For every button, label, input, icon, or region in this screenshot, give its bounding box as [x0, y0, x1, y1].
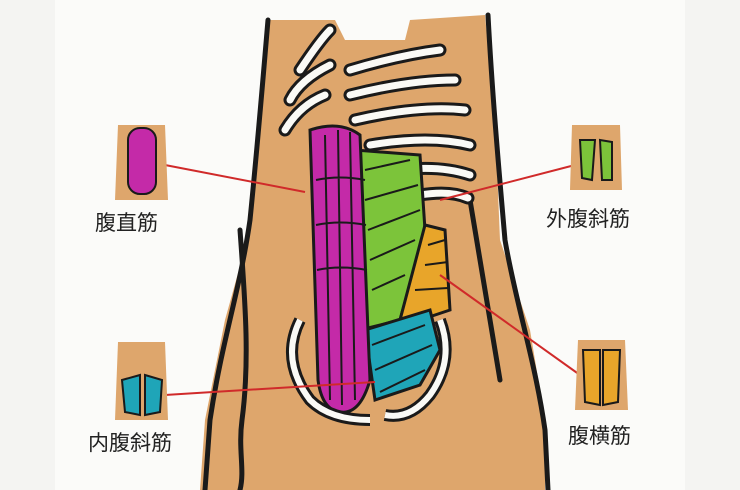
leader-line-external-oblique: [439, 164, 576, 201]
leader-line-rectus: [164, 164, 306, 193]
muscle-fibers: [315, 129, 449, 406]
torso: [200, 12, 551, 490]
thumbnail-external-oblique: [570, 125, 622, 190]
label-transversus: 腹横筋: [568, 424, 631, 448]
leader-line-internal-oblique: [164, 381, 376, 396]
leader-line-transversus: [439, 274, 581, 376]
thumbnail-rectus: [115, 125, 168, 200]
internal-oblique-muscle: [363, 308, 442, 402]
label-external-oblique: 外腹斜筋: [546, 207, 630, 231]
label-internal-oblique: 内腹斜筋: [88, 431, 172, 455]
label-rectus: 腹直筋: [95, 211, 158, 235]
thumbnail-transversus: [575, 340, 628, 410]
thumbnail-internal-oblique: [115, 342, 168, 420]
transversus-muscle: [398, 223, 452, 322]
